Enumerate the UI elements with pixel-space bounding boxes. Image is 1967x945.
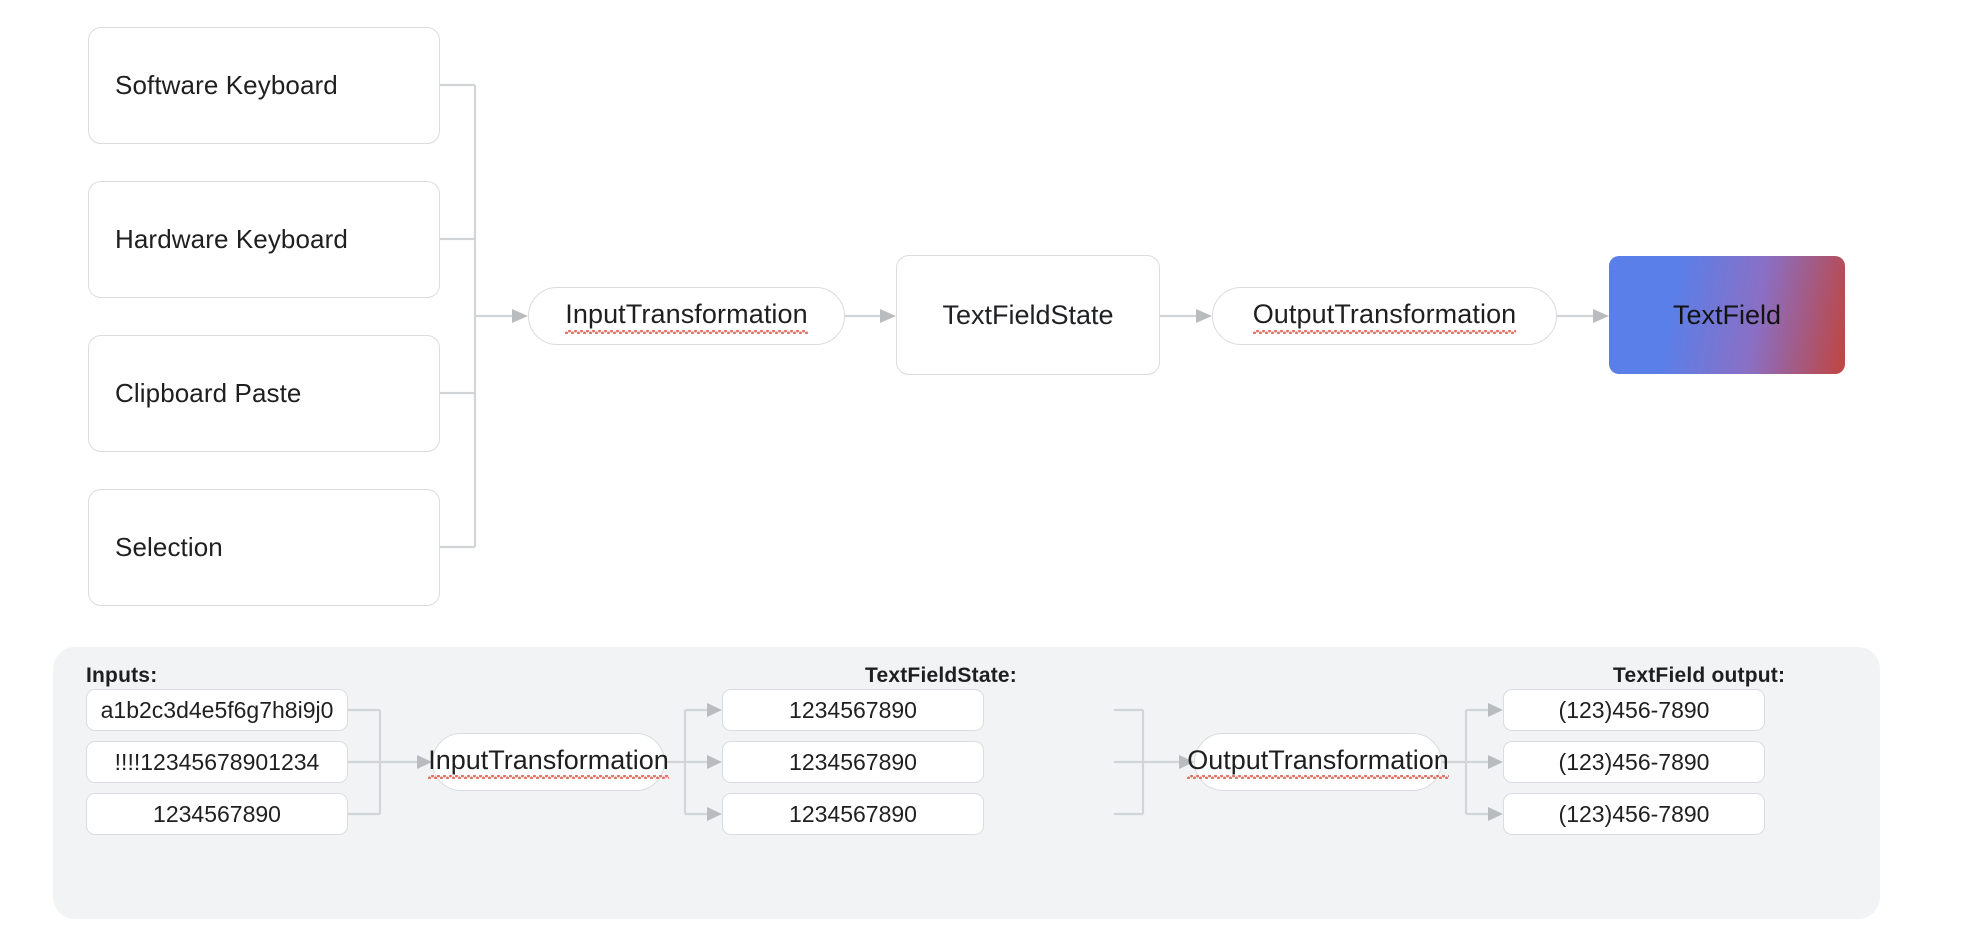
input-transformation-node[interactable]: InputTransformation (528, 287, 845, 345)
output-transformation-node[interactable]: OutputTransformation (1212, 287, 1557, 345)
textfield-label: TextField (1672, 299, 1782, 330)
output-value-row[interactable]: (123)456-7890 (1503, 689, 1765, 731)
state-value-row[interactable]: 1234567890 (722, 793, 984, 835)
output-value-text: (123)456-7890 (1558, 748, 1710, 775)
input-value-row[interactable]: !!!!12345678901234 (86, 741, 348, 783)
source-label: Hardware Keyboard (115, 223, 348, 254)
state-value-row[interactable]: 1234567890 (722, 741, 984, 783)
state-value-text: 1234567890 (789, 696, 917, 723)
source-box-clipboard-paste[interactable]: Clipboard Paste (88, 335, 440, 452)
panel-output-transformation-label: OutputTransformation (1187, 745, 1449, 779)
panel-input-transformation-node[interactable]: InputTransformation (428, 733, 669, 791)
input-transformation-label: InputTransformation (565, 298, 808, 335)
source-label: Software Keyboard (115, 69, 338, 100)
source-label: Selection (115, 531, 223, 562)
input-value-text: a1b2c3d4e5f6g7h8i9j0 (100, 696, 334, 723)
source-box-selection[interactable]: Selection (88, 489, 440, 606)
source-label: Clipboard Paste (115, 377, 302, 408)
textfield-state-label: TextFieldState (942, 299, 1114, 330)
output-value-text: (123)456-7890 (1558, 696, 1710, 723)
textfield-node[interactable]: TextField (1609, 256, 1845, 374)
example-panel: Inputs: a1b2c3d4e5f6g7h8i9j0 !!!!1234567… (53, 647, 1880, 919)
state-value-row[interactable]: 1234567890 (722, 689, 984, 731)
output-column-title: TextField output: (1613, 664, 1786, 687)
input-value-row[interactable]: 1234567890 (86, 793, 348, 835)
textfield-state-node[interactable]: TextFieldState (896, 255, 1160, 375)
output-value-row[interactable]: (123)456-7890 (1503, 741, 1765, 783)
output-value-row[interactable]: (123)456-7890 (1503, 793, 1765, 835)
panel-input-transformation-label: InputTransformation (428, 745, 669, 779)
state-column-title: TextFieldState: (865, 664, 1017, 687)
source-box-hardware-keyboard[interactable]: Hardware Keyboard (88, 181, 440, 298)
input-value-text: !!!!12345678901234 (114, 748, 320, 775)
panel-output-transformation-node[interactable]: OutputTransformation (1187, 733, 1449, 791)
output-transformation-label: OutputTransformation (1252, 298, 1517, 335)
input-value-text: 1234567890 (153, 800, 281, 827)
output-value-text: (123)456-7890 (1558, 800, 1710, 827)
state-value-text: 1234567890 (789, 748, 917, 775)
source-box-software-keyboard[interactable]: Software Keyboard (88, 27, 440, 144)
state-value-text: 1234567890 (789, 800, 917, 827)
inputs-column-title: Inputs: (86, 664, 158, 687)
input-value-row[interactable]: a1b2c3d4e5f6g7h8i9j0 (86, 689, 348, 731)
